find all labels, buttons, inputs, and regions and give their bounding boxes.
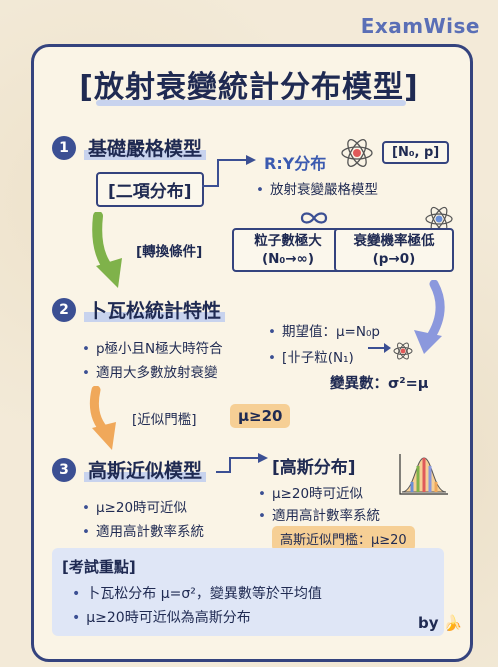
orange-arrow-icon [89, 386, 116, 450]
section3-bullet-1: μ≥20時可近似 [82, 496, 187, 516]
particle-bullet: [卝子粒(N₁) [268, 346, 354, 366]
section3-bullet-2: 適用高計數率系統 [82, 520, 204, 540]
green-arrow-icon [92, 212, 122, 288]
arrow-icon [216, 453, 268, 473]
arrow-icon [368, 343, 391, 353]
gaussian-distribution-title: [高斯分布] [272, 458, 356, 478]
approximation-threshold-label: [近似門檻] [132, 412, 197, 428]
section3-heading: 高斯近似模型 [84, 456, 207, 483]
low-probability-box: 衰變機率極低 (p→0) [334, 228, 454, 272]
expected-value-bullet: 期望值：μ=N₀p [268, 320, 380, 340]
title-underline [96, 100, 406, 106]
atom-icon [341, 139, 373, 167]
variance-formula: 變異數：σ²=μ [330, 376, 429, 392]
step-number-1: 1 [52, 136, 76, 160]
gaussian-bullet-1: μ≥20時可近似 [258, 482, 363, 502]
section2-bullet-2: 適用大多數放射衰變 [82, 361, 218, 381]
step-number-2: 2 [52, 298, 76, 322]
step-number-3: 3 [52, 458, 76, 482]
brand-logo: ExamWise [360, 14, 480, 38]
purple-arrow-icon [414, 280, 445, 354]
exam-point-2: μ≥20時可近似為高斯分布 [72, 607, 250, 627]
conversion-condition-label: [轉換條件] [136, 244, 203, 260]
exam-points-title: [考試重點] [62, 558, 136, 576]
section1-heading: 基礎嚴格模型 [84, 134, 207, 161]
strict-model-bullet: 放射衰變嚴格模型 [256, 178, 378, 198]
page-title: [放射衰變統計分布模型] [79, 70, 419, 105]
atom-icon [393, 342, 413, 360]
gaussian-threshold-tag: 高斯近似門檻：μ≥20 [272, 526, 415, 551]
exam-point-1: 卜瓦松分布 μ=σ²，變異數等於平均值 [72, 583, 322, 603]
gaussian-bullet-2: 適用高計數率系統 [258, 504, 380, 524]
bell-curve-icon [399, 454, 448, 495]
binomial-box: [二項分布] [96, 172, 204, 207]
infinity-icon [300, 212, 328, 224]
approximation-threshold-value: μ≥20 [230, 404, 291, 428]
ry-distribution-label: R:Y分布 [264, 154, 327, 173]
section2-bullet-1: p極小且N極大時符合 [82, 337, 223, 357]
n0-p-tag: [N₀, p] [382, 141, 450, 164]
footer-signature: by 🍌 [418, 614, 463, 632]
section2-heading: 卜瓦松統計特性 [84, 296, 226, 323]
arrow-icon [202, 155, 256, 187]
large-particle-box: 粒子數極大 (N₀→∞) [232, 228, 344, 272]
